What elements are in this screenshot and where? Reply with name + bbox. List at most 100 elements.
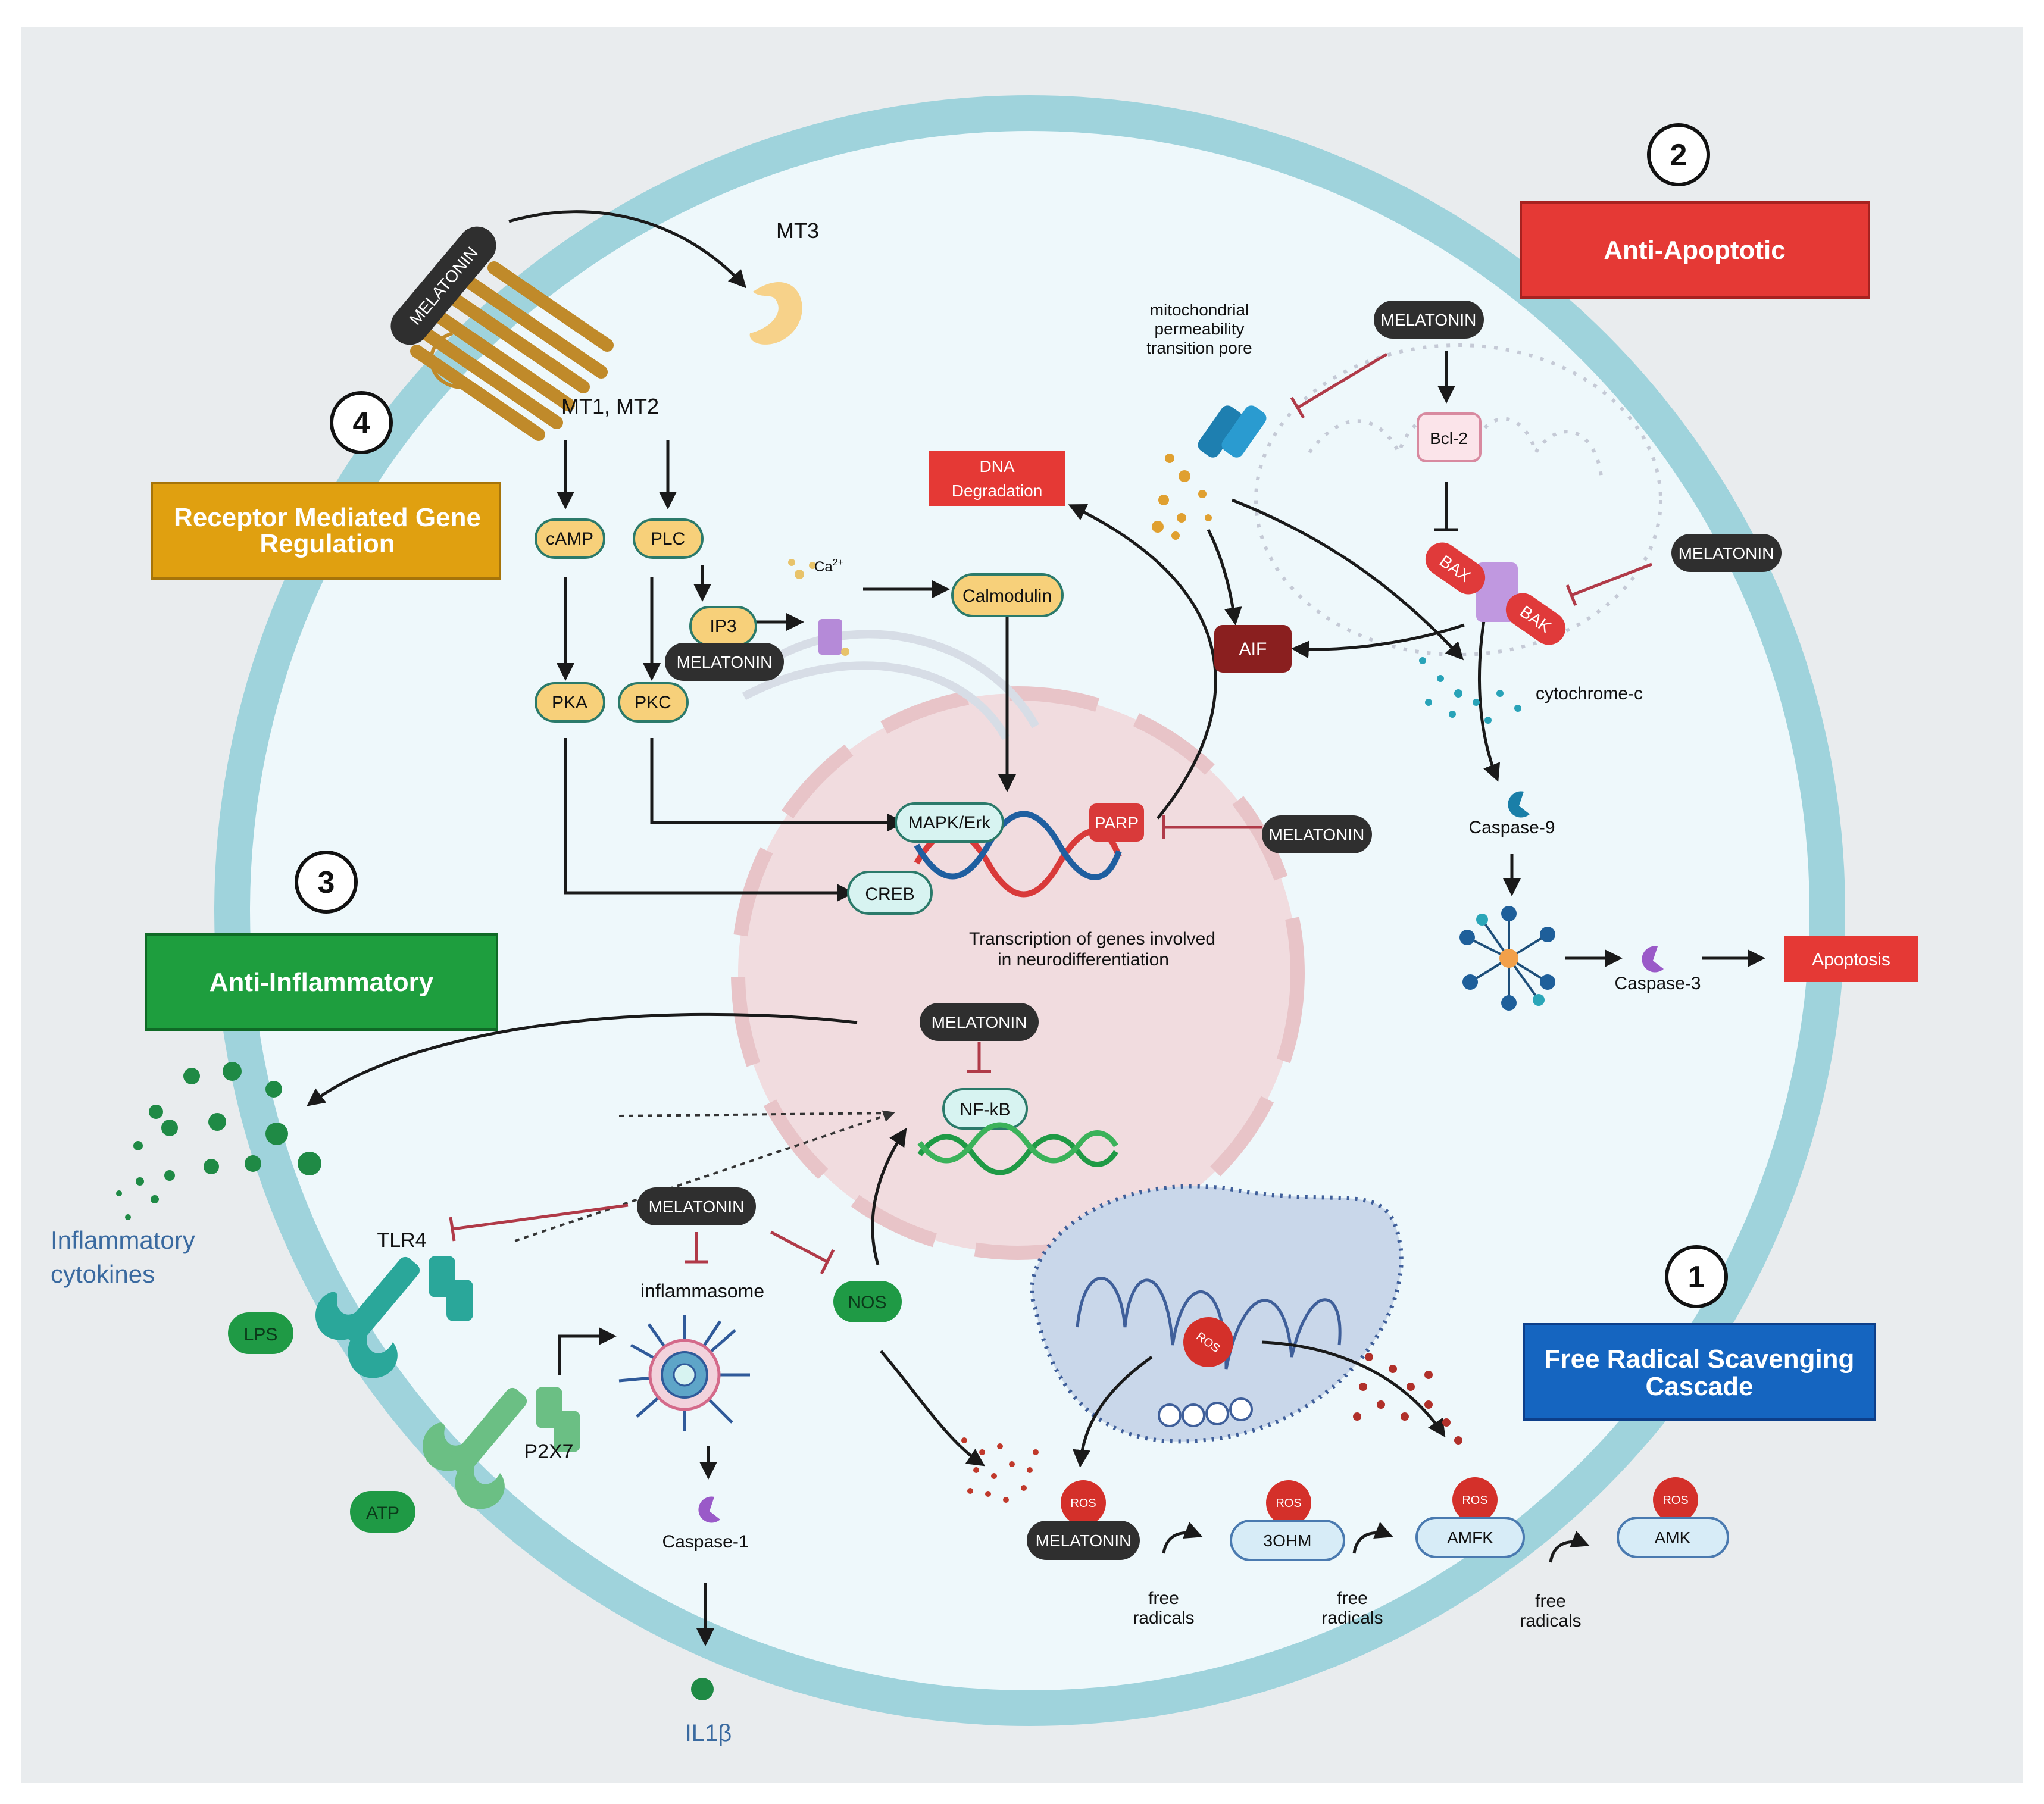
apoptosome-icon xyxy=(1459,906,1555,1011)
mt1-mt2-label: MT1, MT2 xyxy=(561,394,659,418)
receptor-title-line2: Regulation xyxy=(260,529,395,558)
ip3-label: IP3 xyxy=(710,617,736,636)
mt3-shape xyxy=(749,282,802,345)
anti-apoptotic-title: Anti-Apoptotic xyxy=(1604,236,1785,265)
parp-label: PARP xyxy=(1095,814,1139,832)
section-anti-inflammatory: 3 Anti-Inflammatory xyxy=(145,851,498,1031)
calcium-label: Ca2+ xyxy=(814,558,843,575)
inflammasome-icon xyxy=(618,1315,750,1431)
calmodulin-label: Calmodulin xyxy=(962,586,1052,606)
mapk-erk-label: MAPK/Erk xyxy=(908,813,991,833)
melatonin-membrane-receptor xyxy=(410,261,614,441)
free-radicals-2-line1: free xyxy=(1337,1589,1368,1608)
bax-bak-pore: BAX BAK xyxy=(1425,542,1566,645)
calmodulin-pill: Calmodulin xyxy=(951,573,1064,617)
pka-label: PKA xyxy=(552,693,587,712)
section-number-3 xyxy=(295,851,358,914)
mptp-channel-icon xyxy=(1198,405,1267,458)
cytochrome-c-label: cytochrome-c xyxy=(1536,684,1643,704)
melatonin-pill-ip3-label: MELATONIN xyxy=(677,653,773,671)
nos-pill: NOS xyxy=(833,1281,902,1322)
section-free-radical: 1 Free Radical Scavenging Cascade xyxy=(1523,1245,1876,1421)
pkc-label: PKC xyxy=(635,693,671,712)
section-number-2 xyxy=(1647,123,1710,186)
transcription-line1: Transcription of genes involved xyxy=(969,929,1215,949)
free-radicals-1-line1: free xyxy=(1148,1589,1179,1608)
free-radical-box xyxy=(1523,1323,1876,1421)
amfk-pill: AMFK xyxy=(1415,1517,1525,1558)
bcl2-pill: Bcl-2 xyxy=(1417,412,1482,462)
section-number-2-label: 2 xyxy=(1670,138,1687,173)
amk-label: AMK xyxy=(1655,1528,1691,1547)
section-number-4-label: 4 xyxy=(353,406,370,440)
pka-pill: PKA xyxy=(535,682,605,723)
atp-pill: ATP xyxy=(350,1491,415,1533)
il1b-dot xyxy=(691,1678,714,1700)
melatonin-pill-mito: MELATONIN xyxy=(1374,301,1484,339)
bcl2-inhibits-bax xyxy=(1434,482,1458,531)
inhibition-lines xyxy=(449,352,1652,1275)
caspase1-label: Caspase-1 xyxy=(662,1532,748,1552)
free-radicals-1-line2: radicals xyxy=(1133,1608,1194,1628)
melatonin-pill-nfkb-label: MELATONIN xyxy=(932,1013,1027,1031)
ros-amfk-label: ROS xyxy=(1462,1494,1487,1507)
activation-arrows xyxy=(307,210,1765,1646)
anti-inflammatory-box xyxy=(145,933,498,1031)
melatonin-pill-inflam: MELATONIN xyxy=(637,1187,756,1225)
dna-degradation-line2: Degradation xyxy=(952,482,1043,500)
lps-label: LPS xyxy=(244,1325,278,1345)
melatonin-pill-inflam-label: MELATONIN xyxy=(649,1198,745,1216)
amfk-label: AMFK xyxy=(1447,1528,1493,1547)
calcium-channel-icon xyxy=(788,559,849,656)
section-receptor: 4 Receptor Mediated Gene Regulation xyxy=(151,391,501,580)
nucleus xyxy=(731,686,1305,1260)
ros-melatonin: ROS xyxy=(1061,1480,1106,1525)
free-radical-title-line2: Cascade xyxy=(1645,1372,1753,1401)
section-anti-apoptotic: 2 Anti-Apoptotic xyxy=(1520,123,1870,299)
melatonin-pill-bax: MELATONIN xyxy=(1671,534,1782,572)
melatonin-pill-nfkb: MELATONIN xyxy=(920,1003,1039,1041)
caspase3-icon xyxy=(1642,946,1664,973)
plc-pill: PLC xyxy=(633,518,704,559)
receptor-box xyxy=(151,482,501,580)
aif-label: AIF xyxy=(1239,639,1267,659)
receptor-loop xyxy=(429,332,471,389)
inflammatory-cytokines-line1: Inflammatory xyxy=(51,1226,195,1254)
creb-pill: CREB xyxy=(847,871,933,915)
bcl2-label: Bcl-2 xyxy=(1430,429,1468,448)
dna-degradation-box: DNA Degradation xyxy=(929,451,1065,506)
atp-label: ATP xyxy=(366,1503,399,1523)
receptor-title-line1: Receptor Mediated Gene xyxy=(174,503,481,532)
inflammasome-label: inflammasome xyxy=(640,1280,764,1302)
pkc-pill: PKC xyxy=(618,682,689,723)
nfkb-label: NF-kB xyxy=(960,1100,1011,1120)
free-radical-dots-right xyxy=(1353,1353,1462,1445)
mitochondrion-apoptotic xyxy=(1254,343,1662,656)
section-number-3-label: 3 xyxy=(318,865,335,900)
ros-mito: ROS xyxy=(1183,1317,1233,1367)
ros-amfk: ROS xyxy=(1452,1477,1498,1522)
mptp-line1: mitochondrial xyxy=(1150,301,1249,319)
mptp-line2: permeability xyxy=(1155,320,1245,338)
dna-degradation-line1: DNA xyxy=(979,457,1014,476)
creb-label: CREB xyxy=(865,884,914,904)
ip3-pill: IP3 xyxy=(689,606,757,646)
p2x7-label: P2X7 xyxy=(524,1440,573,1463)
anti-apoptotic-box xyxy=(1520,201,1870,299)
melatonin-pill-ros: MELATONIN xyxy=(1027,1521,1140,1560)
caspase1-icon xyxy=(698,1496,720,1523)
tlr4-label: TLR4 xyxy=(377,1229,426,1252)
free-radicals-3-line1: free xyxy=(1535,1592,1566,1611)
dna-helix-green-icon xyxy=(917,1122,1118,1175)
ros-amk: ROS xyxy=(1653,1477,1698,1522)
ros-3ohm: ROS xyxy=(1266,1480,1311,1525)
aif-pill: AIF xyxy=(1214,625,1292,673)
free-radicals-3-line2: radicals xyxy=(1520,1611,1581,1631)
melatonin-pill-mito-label: MELATONIN xyxy=(1381,311,1477,329)
plc-label: PLC xyxy=(651,529,685,549)
section-number-1-label: 1 xyxy=(1688,1260,1705,1295)
caspase9-label: Caspase-9 xyxy=(1468,818,1555,837)
section-number-4 xyxy=(330,391,393,454)
cytochrome-c-dots xyxy=(1419,657,1521,724)
